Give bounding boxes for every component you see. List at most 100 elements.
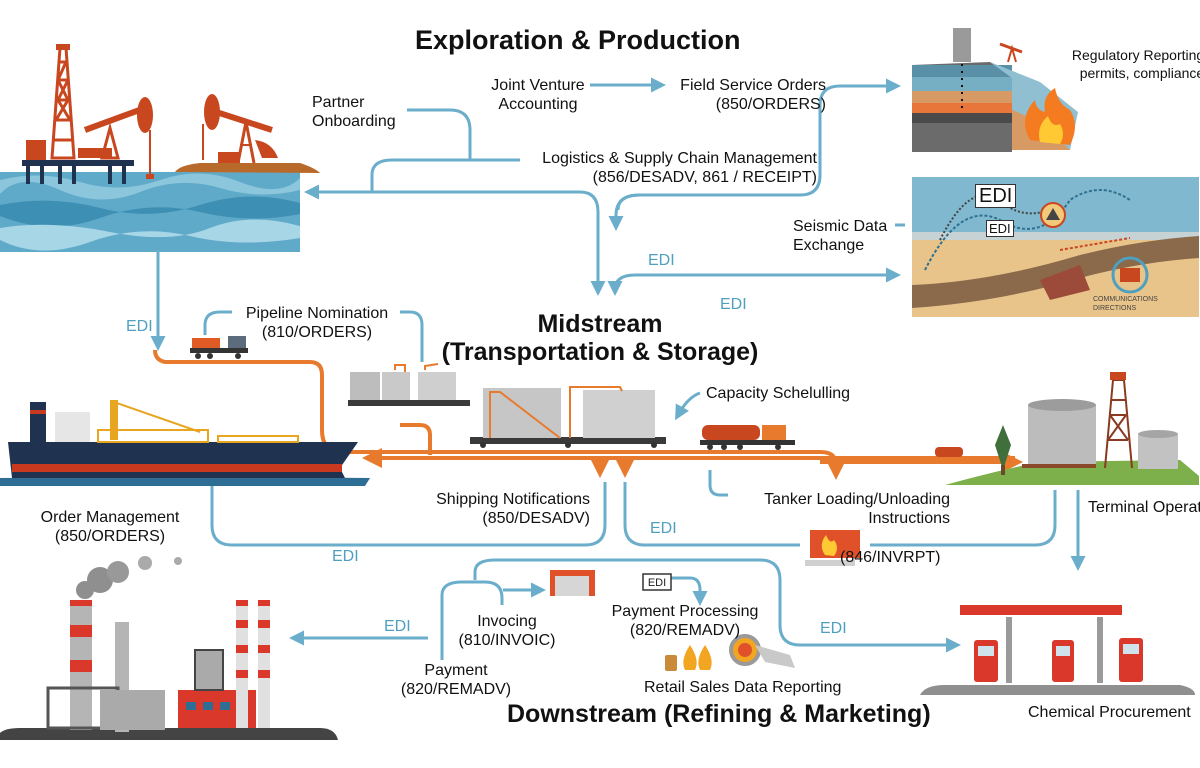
label-line: Invocing [477,613,537,630]
offshore-scene [0,44,320,252]
flame-icon [1025,88,1075,145]
label-line: Joint Venture [491,77,585,94]
section-title-upstream: Exploration & Production [415,25,741,55]
label-chemical-procurement: Chemical Procurement [1028,704,1191,721]
seismic-edi-badge-small: EDI [986,220,1014,237]
offshore-rig-icon [22,44,154,184]
pipeline-main-upper [153,349,837,463]
label-line: (810/ORDERS) [261,324,373,341]
label-payment-processing: Payment Processing (820/REMADV) [600,602,770,640]
edi-tag: EDI [126,318,153,335]
label-line: Partner [312,94,365,111]
edi-flow-partner [407,108,520,162]
label-line: Field Service Orders [680,77,826,94]
label-joint-venture: Joint Venture Accounting [488,76,588,114]
edi-flow-field-down [608,193,641,231]
pumpjack-icon [175,94,320,173]
monitor-flame-icon [805,530,860,566]
edi-flow-payment-processing [650,576,708,606]
gas-station-icon [920,605,1195,695]
label-regulatory-reporting: Regulatory Reporting (e.g., permits, com… [1030,46,1200,82]
label-retail-sales: Retail Sales Data Reporting [644,679,842,696]
label-line: COMMUNICATIONS [1093,296,1158,303]
label-line: (820/REMADV) [400,681,512,698]
sea-icon [0,172,300,252]
section-title-downstream: Downstream (Refining & Marketing) [507,700,931,728]
smoke-icon [76,556,182,599]
label-capacity-scheduling: Capacity Schelulling [706,385,851,402]
fuel-drops-icon [665,634,795,671]
label-seismic-data: Seismic Data Exchange [793,217,887,255]
label-invoicing: Invocing (810/INVOIC) [452,612,562,650]
label-line: Exchange [793,237,865,254]
label-line: (810/INVOIC) [458,632,556,649]
edi-flow-midstream-seismic [607,267,901,296]
edi-flow-tanker [623,482,800,547]
label-logistics: Logistics & Supply Chain Management (856… [505,149,817,187]
label-tanker-loading: Tanker Loading/Unloading Instructions [730,490,950,528]
rail-tanker-icon [700,425,963,457]
label-line: Instructions [868,510,950,527]
label-inventory-report: (846/INVRPT) [840,549,941,566]
edi-tag: EDI [332,548,359,565]
edi-flows [150,77,1086,660]
label-line: Pipeline Nomination [245,305,389,322]
label-partner-onboarding: Partner Onboarding [312,93,396,131]
label-line: (850/DESADV) [482,510,590,527]
storage-tanks-icon [348,363,666,448]
pipeline-flows [153,349,1023,480]
seismic-edi-badge: EDI [975,184,1017,208]
edi-flow-logistics-left [370,158,470,192]
tanker-ship-icon [0,400,370,486]
edi-tag: EDI [820,620,847,637]
terminal-icon [945,372,1199,485]
label-line: Payment Processing [611,603,759,620]
label-line: Seismic Data [793,218,888,235]
label-line: Tanker Loading/Unloading [764,491,950,508]
label-payment: Payment (820/REMADV) [396,661,516,699]
label-line: Logistics & Supply Chain Management [542,150,817,167]
label-shipping-notifications: Shipping Notifications (850/DESADV) [410,490,590,528]
refinery-icon [0,556,338,740]
payment-edi-badge: EDI [648,577,666,589]
label-line: (820/REMADV) [629,622,741,639]
label-line: (856/DESADV, 861 / RECEIPT) [592,169,817,186]
label-line: Order Management [40,509,180,526]
edi-flow-downstream-loop [473,558,961,653]
edi-document-icon: EDI [642,573,672,591]
label-line: DIRECTIONS [1093,305,1137,312]
pipeline-branch-down-2 [614,457,635,478]
label-terminal-operations: Terminal Operations [1088,499,1200,516]
label-line: (850/ORDERS) [54,528,166,545]
truck-icon [190,336,248,359]
label-line: Payment [424,662,488,679]
edi-tag: EDI [650,520,677,537]
label-line: Onboarding [312,113,396,130]
label-line: Regulatory Reporting (e.g., [1071,47,1200,63]
edi-tag: EDI [384,618,411,635]
label-line: Accounting [498,96,578,113]
edi-flow-ship-shipping [210,482,607,547]
edi-flow-pipeline-nom-right [400,310,424,362]
label-line: (850/ORDERS) [715,96,826,113]
edi-flow-logistics-down [579,190,606,296]
edi-flow-tanker-hook [708,470,728,497]
edi-flow-pipeline-nom [203,310,232,335]
label-field-service-orders: Field Service Orders (850/ORDERS) [664,76,826,114]
geology-layers-icon [912,28,1078,152]
edi-tag: EDI [720,296,747,313]
label-line: Shipping Notifications [436,491,590,508]
section-subtitle-midstream: (Transportation & Storage) [441,338,759,366]
seismic-caption: COMMUNICATIONS DIRECTIONS [1093,295,1158,313]
edi-flow-terminal-inv [870,490,1057,547]
section-title-midstream: Midstream [537,310,663,338]
label-order-management: Order Management (850/ORDERS) [30,508,190,546]
label-line: permits, compliance data) [1079,65,1200,81]
invoice-printer-icon [550,570,595,596]
edi-flow-payment [440,580,504,660]
label-pipeline-nomination: Pipeline Nomination (810/ORDERS) [232,304,402,342]
edi-flow-capacity [675,391,701,421]
seismic-map-icon [912,177,1199,317]
pipeline-loop-left [400,423,432,455]
